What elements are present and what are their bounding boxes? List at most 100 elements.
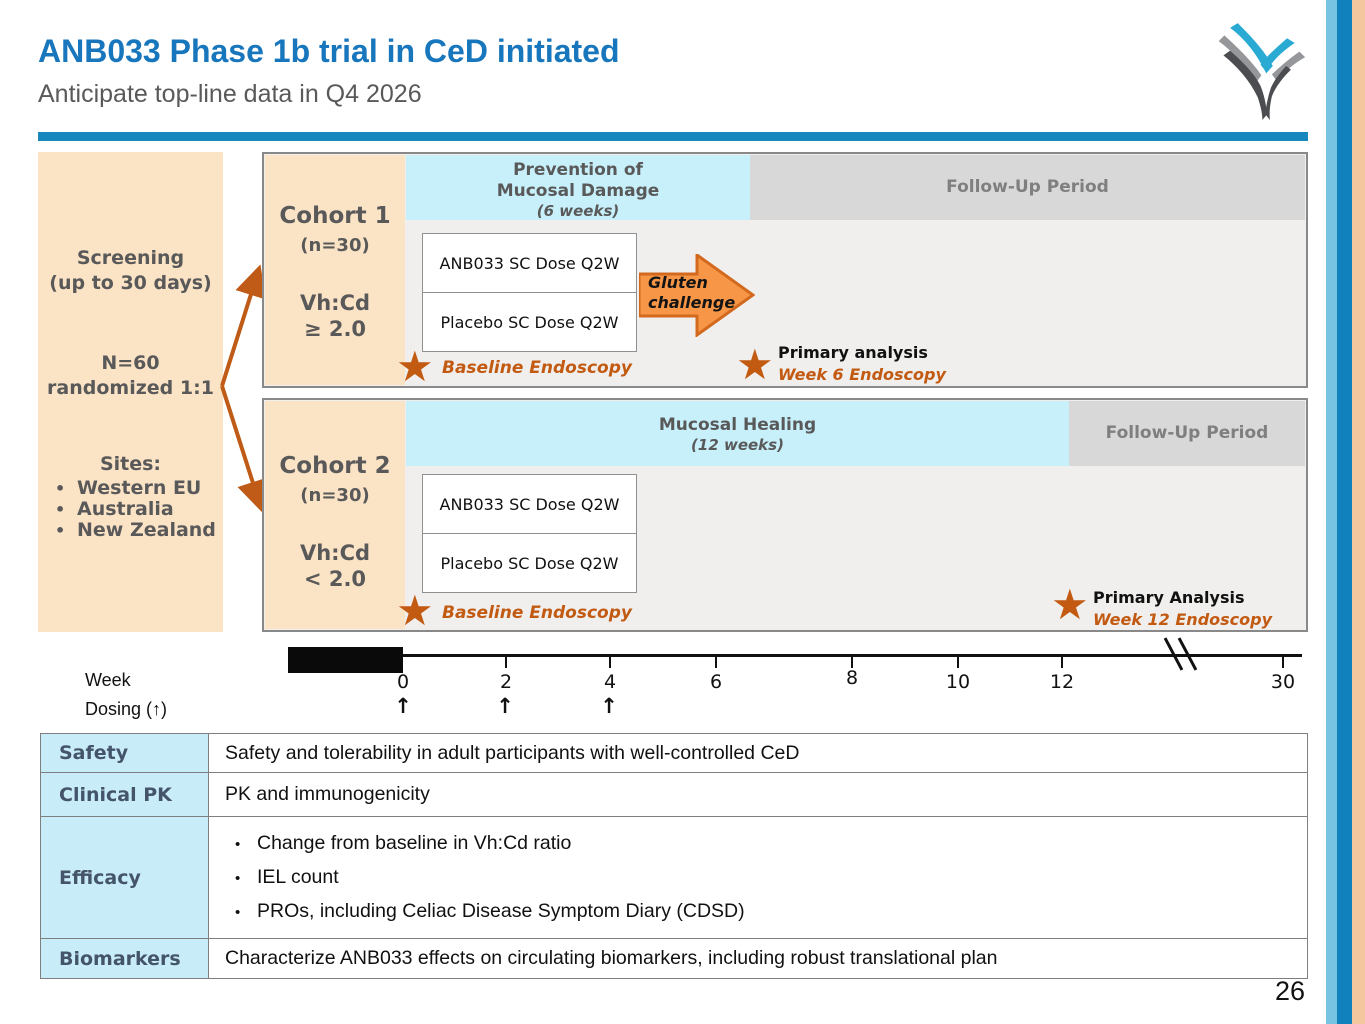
screening-duration: (up to 30 days) — [49, 272, 212, 294]
page-number: 26 — [1274, 976, 1305, 1006]
row-label-biomarkers: Biomarkers — [41, 939, 209, 978]
table-row: Clinical PK PK and immunogenicity — [41, 772, 1307, 816]
phase-duration: (6 weeks) — [536, 202, 620, 220]
dosing-arrow-icon: ↑ — [496, 694, 514, 718]
baseline-endoscopy-label: Baseline Endoscopy — [442, 358, 632, 378]
tick-label-10: 10 — [945, 671, 971, 693]
cohort1-n: (n=30) — [300, 235, 370, 256]
cohort1-anb033-arm: ANB033 SC Dose Q2W — [422, 233, 637, 293]
table-row: Safety Safety and tolerability in adult … — [41, 734, 1307, 772]
axis-tick — [1061, 655, 1063, 668]
screening-title: Screening — [76, 247, 185, 269]
randomization-arrows — [220, 264, 268, 513]
cohort1-criteria: Vh:Cd — [299, 291, 371, 315]
primary-analysis-label: Primary Analysis — [1093, 588, 1245, 607]
axis-tick — [1282, 655, 1284, 668]
tick-label-8: 8 — [845, 667, 859, 689]
axis-tick — [505, 655, 507, 668]
objectives-table: Safety Safety and tolerability in adult … — [40, 733, 1308, 979]
cohort1-placebo-arm: Placebo SC Dose Q2W — [422, 292, 637, 352]
cohort2-criteria: Vh:Cd — [299, 541, 371, 565]
screening-box: Screening (up to 30 days) N=60 randomize… — [38, 152, 223, 632]
dosing-axis-label: Dosing (↑) — [85, 699, 168, 719]
site-item: • New Zealand — [55, 519, 216, 541]
tick-label-2: 2 — [499, 671, 513, 693]
tick-label-4: 4 — [603, 671, 617, 693]
cohort1-criteria-value: ≥ 2.0 — [303, 317, 367, 341]
cohort2-criteria-value: < 2.0 — [303, 567, 367, 591]
edge-stripe-lightblue — [1326, 0, 1337, 1024]
axis-tick — [957, 655, 959, 668]
bullet-icon: • — [235, 904, 241, 921]
cohort1-box: Cohort 1 (n=30) Vh:Cd ≥ 2.0 — [265, 155, 405, 385]
cohort1-followup-header: Follow-Up Period — [750, 155, 1305, 220]
edge-stripe-peach — [1352, 0, 1365, 1024]
phase-title-line1: Mucosal Healing — [658, 415, 817, 435]
week-axis-line — [288, 654, 1302, 657]
site-name: Australia — [77, 498, 174, 520]
axis-tick — [851, 655, 853, 668]
row-label-safety: Safety — [41, 734, 209, 772]
page-title: ANB033 Phase 1b trial in CeD initiated — [38, 33, 620, 69]
cohort2-n: (n=30) — [300, 485, 370, 506]
row-content-biomarkers: Characterize ANB033 effects on circulati… — [209, 939, 1307, 978]
dosing-arrow-icon: ↑ — [600, 694, 618, 718]
site-item: • Australia — [55, 498, 174, 520]
screening-period-bar — [288, 647, 403, 673]
screening-randomization: randomized 1:1 — [47, 377, 214, 399]
cohort2-panel: Cohort 2 (n=30) Vh:Cd < 2.0 Mucosal Heal… — [262, 398, 1308, 632]
cohort1-phase-header: Prevention of Mucosal Damage (6 weeks) — [406, 155, 750, 220]
cohort2-placebo-arm: Placebo SC Dose Q2W — [422, 533, 637, 593]
row-content-clinical-pk: PK and immunogenicity — [209, 773, 1307, 816]
primary-analysis-label: Primary analysis — [778, 343, 928, 362]
tick-label-6: 6 — [709, 671, 723, 693]
tick-label-0: 0 — [396, 671, 410, 693]
axis-tick — [715, 655, 717, 668]
table-row: Efficacy •Change from baseline in Vh:Cd … — [41, 816, 1307, 938]
bullet-icon: • — [55, 479, 66, 498]
phase-duration: (12 weeks) — [691, 436, 784, 454]
cohort2-name: Cohort 2 — [279, 453, 391, 479]
edge-stripe-darkblue — [1337, 0, 1352, 1024]
gluten-challenge-arrow-icon — [639, 254, 755, 337]
row-label-clinical-pk: Clinical PK — [41, 773, 209, 816]
tick-label-30: 30 — [1270, 671, 1296, 693]
primary-analysis-timing: Week 6 Endoscopy — [778, 365, 946, 384]
row-content-safety: Safety and tolerability in adult partici… — [209, 734, 1307, 772]
efficacy-bullet: •IEL count — [235, 866, 339, 888]
site-name: Western EU — [77, 477, 202, 499]
cohort2-box: Cohort 2 (n=30) Vh:Cd < 2.0 — [265, 401, 405, 629]
baseline-endoscopy-label: Baseline Endoscopy — [442, 603, 632, 623]
baseline-endoscopy-star-icon: ★ — [396, 586, 434, 635]
company-logo-icon — [1218, 23, 1306, 120]
title-divider-bar — [38, 132, 1308, 141]
dosing-arrow-icon: ↑ — [394, 694, 412, 718]
site-name: New Zealand — [77, 519, 216, 541]
phase-title-line2: Mucosal Damage — [496, 181, 660, 201]
row-content-efficacy: •Change from baseline in Vh:Cd ratio •IE… — [209, 817, 1307, 938]
bullet-icon: • — [235, 836, 241, 853]
page-subtitle: Anticipate top-line data in Q4 2026 — [38, 80, 422, 108]
bullet-icon: • — [235, 870, 241, 887]
row-label-efficacy: Efficacy — [41, 817, 209, 938]
table-row: Biomarkers Characterize ANB033 effects o… — [41, 938, 1307, 978]
primary-analysis-timing: Week 12 Endoscopy — [1093, 610, 1273, 629]
primary-analysis-star-icon: ★ — [736, 340, 774, 389]
efficacy-bullet: •Change from baseline in Vh:Cd ratio — [235, 832, 572, 854]
phase-title-line1: Prevention of — [513, 160, 643, 180]
bullet-icon: • — [55, 500, 66, 519]
tick-label-12: 12 — [1049, 671, 1075, 693]
site-item: • Western EU — [55, 477, 201, 499]
gluten-challenge-label: Gluten challenge — [648, 273, 736, 312]
week-axis-label: Week — [85, 670, 131, 690]
cohort2-phase-header: Mucosal Healing (12 weeks) — [406, 401, 1069, 466]
cohort2-followup-header: Follow-Up Period — [1069, 401, 1305, 466]
axis-tick — [609, 655, 611, 668]
sites-label: Sites: — [99, 453, 162, 475]
efficacy-bullet: •PROs, including Celiac Disease Symptom … — [235, 900, 745, 922]
primary-analysis-star-icon: ★ — [1051, 580, 1089, 629]
cohort2-anb033-arm: ANB033 SC Dose Q2W — [422, 474, 637, 534]
bullet-icon: • — [55, 521, 66, 540]
cohort1-name: Cohort 1 — [279, 203, 391, 229]
